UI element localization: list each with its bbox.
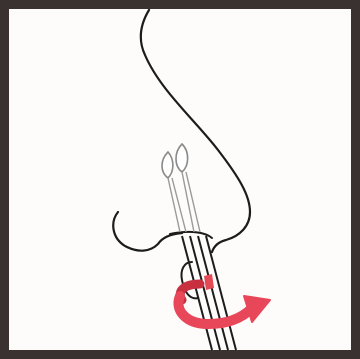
swab-tip-right: [176, 144, 188, 172]
nostril-curve-icon: [113, 212, 182, 251]
swab-tip-left: [162, 152, 173, 178]
nose-profile-icon: [141, 10, 250, 252]
swab-red-mark: [204, 274, 214, 290]
